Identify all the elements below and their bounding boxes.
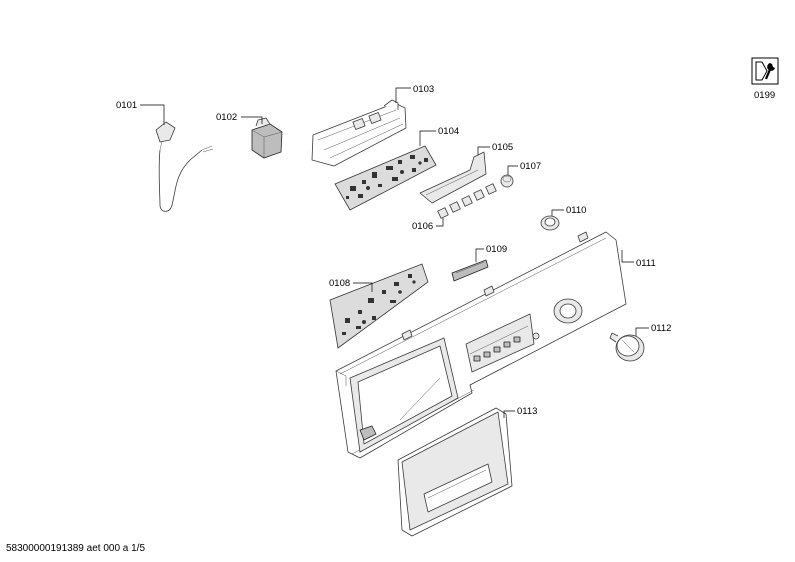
callout-0112: 0112 [651, 323, 671, 334]
leader-0105 [477, 146, 490, 155]
leader-0108 [353, 282, 373, 292]
leader-0102 [241, 116, 263, 124]
display-window-part [451, 259, 489, 282]
interference-filter-part [251, 117, 283, 159]
callout-0106: 0106 [412, 221, 433, 232]
callout-0199: 0199 [754, 90, 775, 101]
callout-0108: 0108 [329, 278, 350, 289]
callout-0110: 0110 [566, 205, 586, 216]
selector-bearing-part [540, 215, 560, 231]
push-buttons-part [437, 183, 497, 219]
leader-0106 [436, 218, 444, 227]
callout-0105: 0105 [492, 142, 513, 153]
leader-0113 [503, 410, 515, 418]
leader-0110 [551, 209, 564, 216]
leader-0107 [507, 165, 518, 175]
knob-cap-part [500, 174, 514, 188]
display-pcb-part [329, 263, 429, 349]
callout-0101: 0101 [116, 100, 137, 111]
callout-0113: 0113 [517, 406, 537, 417]
service-tool-icon [751, 57, 779, 85]
control-panel-part [335, 231, 627, 459]
control-pcb-part [334, 145, 437, 211]
power-cord-part [155, 121, 214, 212]
selector-knob-part [609, 332, 645, 362]
callout-0104: 0104 [438, 126, 459, 137]
light-guide-part [419, 151, 487, 204]
leader-0103 [395, 87, 411, 103]
module-housing-part [311, 99, 407, 167]
document-footer-code: 58300000191389 aet 000 a 1/5 [6, 543, 146, 554]
leader-0111 [621, 250, 634, 263]
leader-0112 [635, 327, 649, 336]
leader-0109 [475, 248, 484, 262]
leader-0101 [140, 104, 165, 125]
callout-0109: 0109 [486, 244, 507, 255]
callout-0107: 0107 [520, 161, 541, 172]
callout-0111: 0111 [636, 258, 656, 269]
drawer-handle-part [397, 407, 513, 537]
leader-0104 [419, 130, 436, 146]
callout-0102: 0102 [216, 112, 237, 123]
callout-0103: 0103 [413, 84, 434, 95]
